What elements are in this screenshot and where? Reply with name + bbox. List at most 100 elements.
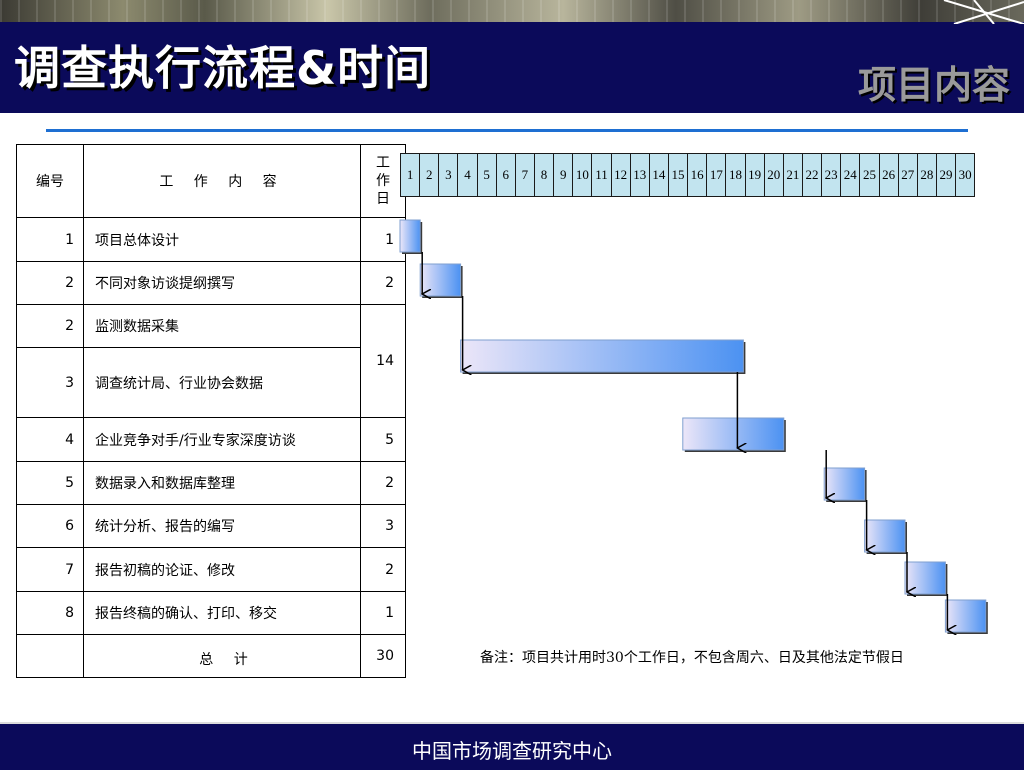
gantt-bar — [864, 519, 906, 553]
header-num: 编号 — [16, 144, 84, 218]
header-days: 工作日 — [360, 144, 406, 218]
table-row: 6 统计分析、报告的编写 3 — [16, 504, 406, 548]
gantt-bar-shadow — [907, 564, 948, 596]
day-cell: 27 — [897, 153, 918, 197]
day-cell: 28 — [916, 153, 937, 197]
gantt-bar — [944, 599, 987, 633]
row-task: 项目总体设计 — [83, 217, 361, 262]
day-cell: 17 — [706, 153, 727, 197]
row-days: 1 — [360, 591, 406, 635]
row-task: 报告终稿的确认、打印、移交 — [83, 591, 361, 635]
gantt-bar — [682, 417, 785, 451]
row-num: 5 — [16, 461, 84, 505]
day-cell: 24 — [840, 153, 861, 197]
day-cell: 1 — [399, 153, 421, 197]
table-row: 4 企业竞争对手/行业专家深度访谈 5 — [16, 417, 406, 462]
total-num — [16, 634, 84, 678]
gantt-bar — [419, 263, 462, 297]
day-cell: 18 — [725, 153, 746, 197]
day-cell: 22 — [801, 153, 823, 197]
row-num: 8 — [16, 591, 84, 635]
day-cell: 25 — [859, 153, 880, 197]
table-row: 8 报告终稿的确认、打印、移交 1 — [16, 591, 406, 635]
day-cell: 20 — [763, 153, 784, 197]
day-cell: 26 — [878, 153, 899, 197]
header-days-text: 工作日 — [376, 155, 390, 207]
row-days-merged: 14 — [360, 304, 406, 418]
day-cell: 11 — [591, 153, 612, 197]
row-num: 7 — [16, 547, 84, 592]
row-days: 1 — [360, 217, 406, 262]
row-task: 企业竞争对手/行业专家深度访谈 — [83, 417, 361, 462]
table-row: 5 数据录入和数据库整理 2 — [16, 461, 406, 505]
slide-footer: 中国市场调查研究中心 — [0, 722, 1024, 770]
gantt-arrows — [422, 252, 947, 630]
gantt-bars — [399, 219, 988, 634]
day-cell: 2 — [419, 153, 440, 197]
day-cell: 3 — [438, 153, 459, 197]
row-task: 报告初稿的论证、修改 — [83, 547, 361, 592]
day-cell: 30 — [955, 153, 976, 197]
day-cell: 4 — [457, 153, 478, 197]
day-cell: 12 — [610, 153, 631, 197]
day-cell: 5 — [476, 153, 497, 197]
table-row: 7 报告初稿的论证、修改 2 — [16, 547, 406, 592]
day-cell: 14 — [648, 153, 669, 197]
day-cell: 16 — [687, 153, 708, 197]
slide-title: 调查执行流程&时间 — [14, 41, 432, 95]
gantt-bar — [904, 561, 946, 595]
task-table-header: 编号 工 作 内 容 工作日 — [16, 144, 406, 218]
header-task: 工 作 内 容 — [83, 144, 361, 218]
header-decoration — [943, 0, 1024, 24]
gantt-bar — [460, 339, 744, 373]
day-cell: 29 — [935, 153, 957, 197]
day-cell: 10 — [572, 153, 593, 197]
title-divider — [46, 129, 968, 132]
footer-org: 中国市场调查研究中心 — [412, 739, 612, 763]
gantt-bar-shadow — [826, 470, 867, 502]
gantt-bar — [823, 467, 866, 501]
day-cell: 23 — [821, 153, 842, 197]
day-cell: 8 — [533, 153, 555, 197]
gantt-bar-shadow — [947, 602, 988, 634]
total-days: 30 — [360, 634, 406, 678]
day-cell: 15 — [667, 153, 689, 197]
day-cell: 7 — [514, 153, 535, 197]
row-task: 统计分析、报告的编写 — [83, 504, 361, 548]
row-num: 6 — [16, 504, 84, 548]
slide-header: 调查执行流程&时间 项目内容 — [0, 0, 1024, 113]
header-photo-strip — [0, 0, 1024, 22]
row-days: 2 — [360, 547, 406, 592]
row-num: 1 — [16, 217, 84, 262]
total-row: 总 计 30 — [16, 634, 406, 678]
row-task: 调查统计局、行业协会数据 — [83, 347, 361, 418]
row-task: 监测数据采集 — [83, 304, 361, 348]
gantt-bar-shadow — [684, 420, 786, 452]
row-num: 3 — [16, 347, 84, 418]
row-task: 不同对象访谈提纲撰写 — [83, 261, 361, 305]
day-cell: 6 — [495, 153, 516, 197]
day-cell: 19 — [744, 153, 765, 197]
task-table: 编号 工 作 内 容 工作日 1 项目总体设计 1 2 不同对象访谈提纲撰写 2… — [16, 144, 406, 678]
footnote: 备注：项目共计用时30个工作日，不包含周六、日及其他法定节假日 — [480, 650, 904, 666]
gantt-bar-shadow — [866, 522, 907, 554]
day-cell: 21 — [782, 153, 803, 197]
row-days: 2 — [360, 261, 406, 305]
row-num: 2 — [16, 261, 84, 305]
row-num: 2 — [16, 304, 84, 348]
day-cell: 13 — [629, 153, 650, 197]
table-row: 3 调查统计局、行业协会数据 — [16, 347, 406, 418]
row-num: 4 — [16, 417, 84, 462]
row-task: 数据录入和数据库整理 — [83, 461, 361, 505]
row-days: 5 — [360, 417, 406, 462]
table-row: 1 项目总体设计 1 — [16, 217, 406, 262]
section-label: 项目内容 — [857, 63, 1010, 107]
table-row: 2 不同对象访谈提纲撰写 2 — [16, 261, 406, 305]
row-days: 2 — [360, 461, 406, 505]
day-cell: 9 — [553, 153, 574, 197]
gantt-bar-shadow — [462, 342, 746, 374]
total-label: 总 计 — [83, 634, 361, 678]
row-days: 3 — [360, 504, 406, 548]
